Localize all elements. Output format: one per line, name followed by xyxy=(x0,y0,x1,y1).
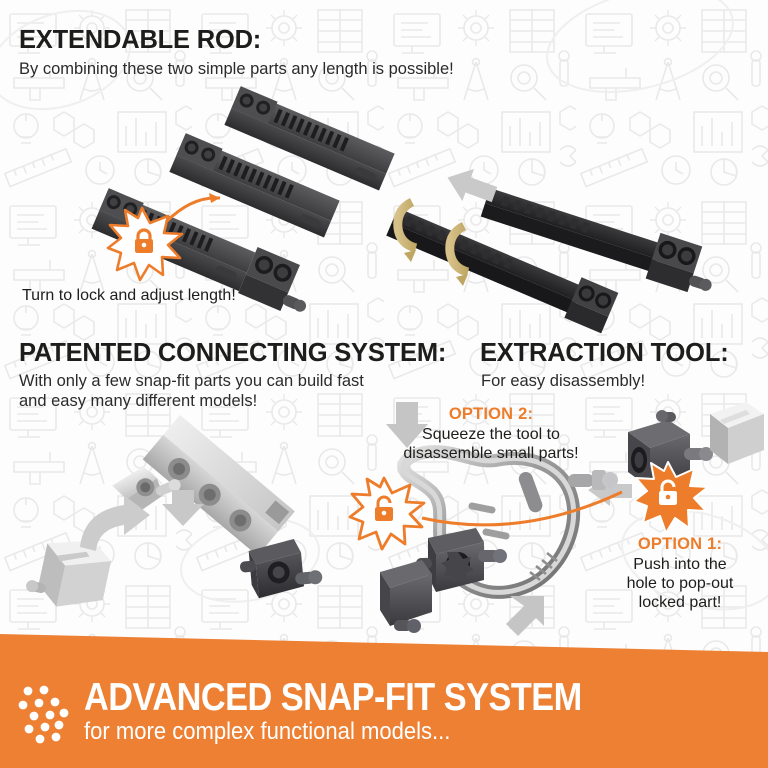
extendable-rod-subtitle: By combining these two simple parts any … xyxy=(19,60,454,78)
lock-burst-left xyxy=(106,193,221,282)
option-2-block: OPTION 2: Squeeze the tool to disassembl… xyxy=(386,405,596,463)
option-2-line-1: Squeeze the tool to xyxy=(422,426,560,443)
footer-title: ADVANCED SNAP-FIT SYSTEM xyxy=(84,676,582,720)
lock-burst-center xyxy=(348,476,426,551)
dotted-chevron-logo-icon xyxy=(14,682,78,744)
connecting-system-subtitle-line1: With only a few snap-fit parts you can b… xyxy=(19,372,364,390)
connecting-system-illustration xyxy=(20,395,390,645)
assembly-arrow-down-icon xyxy=(162,490,204,526)
footer-banner-background xyxy=(0,628,768,768)
option-1-label: OPTION 1: xyxy=(637,535,723,553)
footer-subtitle: for more complex functional models... xyxy=(84,718,451,746)
option-1-block: OPTION 1: Push into the hole to pop-out … xyxy=(600,535,760,613)
option-2-line-2: disassemble small parts! xyxy=(403,445,579,463)
assembly-arrow-icon xyxy=(447,168,498,203)
push-arrow-icon xyxy=(588,476,632,506)
rotation-indicator-arrows xyxy=(393,197,470,286)
extraction-tool-subtitle: For easy disassembly! xyxy=(481,372,646,390)
extendable-rod-caption: Turn to lock and adjust length! xyxy=(22,287,236,304)
lock-burst-right xyxy=(633,461,709,534)
option-1-line-3: locked part! xyxy=(638,594,722,612)
connecting-system-title: PATENTED CONNECTING SYSTEM: xyxy=(19,339,447,367)
extendable-rod-title: EXTENDABLE ROD: xyxy=(19,26,262,54)
assembly-arrow-curved-icon xyxy=(80,495,150,551)
extraction-tool-title: EXTRACTION TOOL: xyxy=(480,339,729,367)
option-1-line-2: hole to pop-out xyxy=(626,575,734,593)
connecting-system-subtitle-line2: and easy many different models! xyxy=(19,392,258,410)
footer-banner: ADVANCED SNAP-FIT SYSTEM for more comple… xyxy=(0,628,768,768)
extendable-rod-illustration xyxy=(60,80,760,334)
option-2-label: OPTION 2: xyxy=(448,405,534,423)
option-1-line-1: Push into the xyxy=(633,556,727,573)
